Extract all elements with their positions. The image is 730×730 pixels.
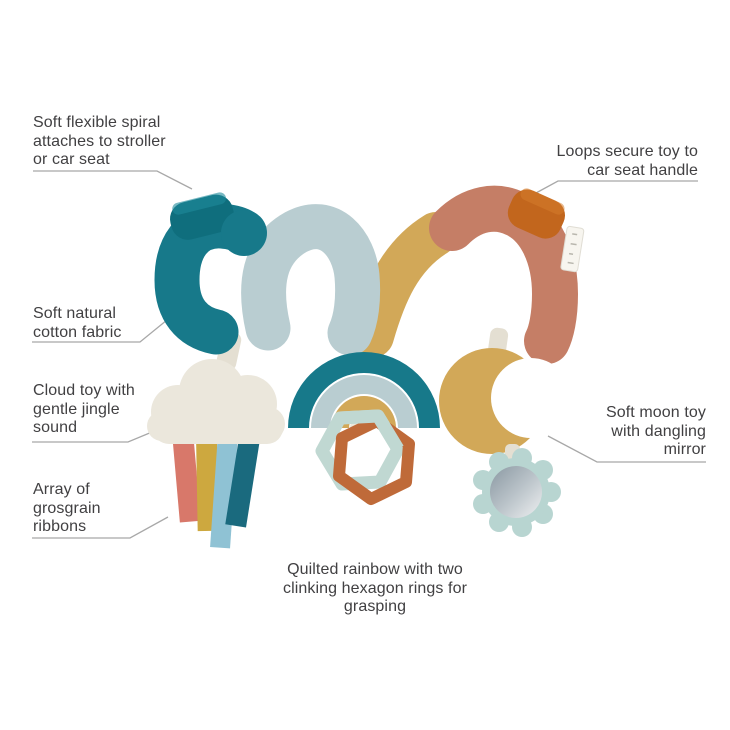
spiral-segment-blue [241,204,381,356]
ribbon-array [172,430,261,549]
teal-spiral-end-knob [221,210,267,256]
spiral-segment-rust [429,185,579,364]
teal-loop-highlight [172,192,226,215]
label-soft-flexible-spiral: Soft flexible spiral attaches to strolle… [33,114,166,169]
connector-spiral-line [33,170,193,190]
label-quilted-rainbow: Quilted rainbow with two clinking hexago… [282,561,468,616]
connector-loops-line [535,180,698,194]
label-cloud-toy: Cloud toy with gentle jingle sound [33,382,135,437]
hexagon-ring-mint-overlap [339,409,404,453]
rainbow-arch-blue [311,375,417,428]
label-loops-secure: Loops secure toy to car seat handle [556,143,698,179]
connector-fabric-line [32,319,168,343]
label-moon-toy: Soft moon toy with dangling mirror [605,404,706,459]
rainbow-arch-teal [288,352,440,428]
callout-connectors [32,170,706,539]
dangling-mirror [473,448,561,537]
orange-attachment-loop [507,188,565,239]
mirror-glass [490,466,542,518]
label-cotton-fabric: Soft natural cotton fabric [33,305,122,341]
connector-ribbons-line [32,516,169,539]
spiral-segment-yellow [350,212,458,358]
brand-tag [560,225,585,273]
cloud-body [153,408,283,444]
moon-crescent-cutout [491,358,571,438]
teal-attachment-loop [169,192,235,240]
hexagon-rings [315,409,415,505]
connector-cloud-line [32,431,153,443]
ribbon-salmon [172,431,201,523]
brand-tag-shape [560,225,585,273]
cloud-toy [147,359,285,444]
brand-tag-marks [567,233,578,265]
label-grosgrain-ribbons: Array of grosgrain ribbons [33,481,101,536]
ribbon-teal [225,430,261,528]
connector-moon-line [547,435,706,463]
orange-loop-highlight [520,188,565,215]
